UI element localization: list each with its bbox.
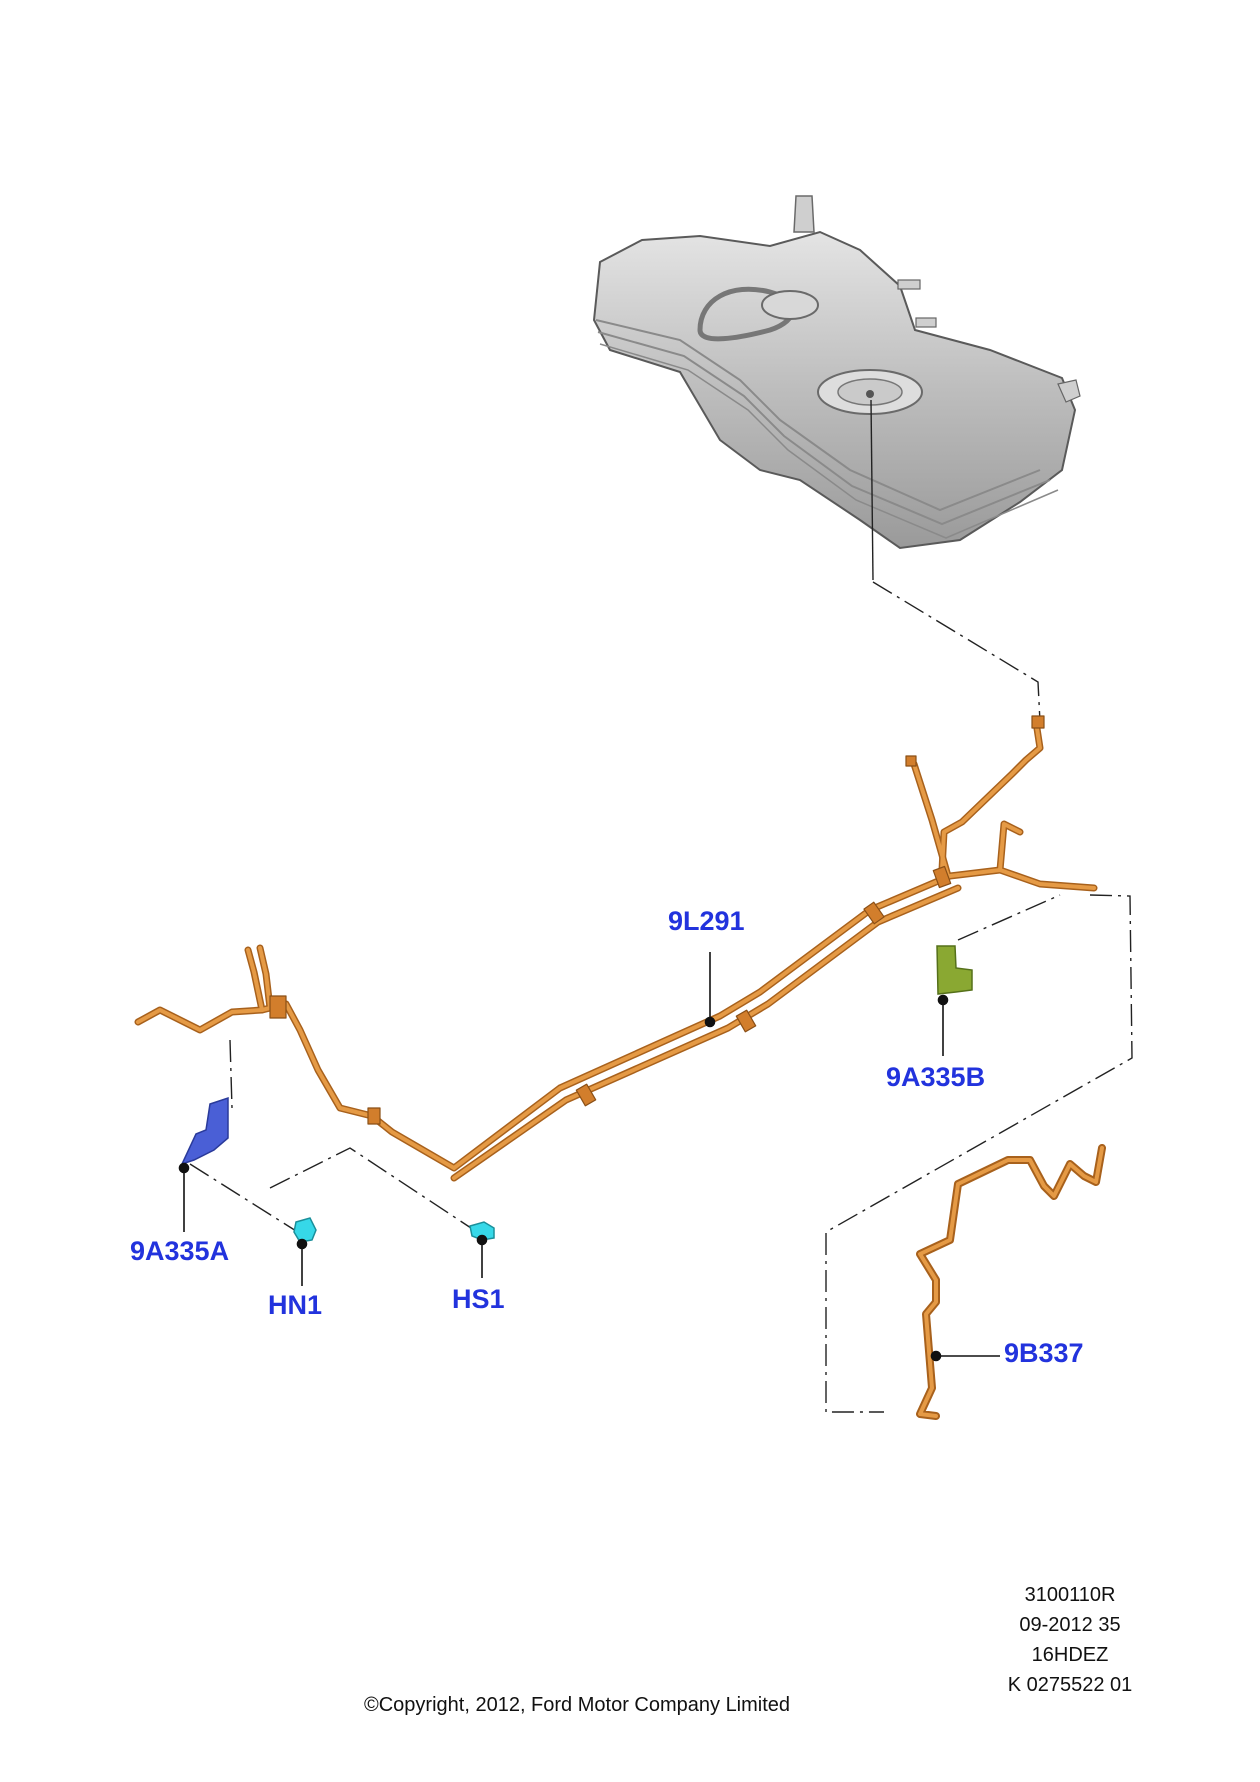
copyright-notice: ©Copyright, 2012, Ford Motor Company Lim… [364,1694,791,1716]
bracket-icon [936,945,973,995]
callout-9L291: 9L291 [668,906,745,936]
drawing-number: 3100110R [1024,1584,1116,1606]
callout-HN1: HN1 [268,1290,323,1320]
drawing-code: 16HDEZ [1031,1644,1109,1666]
callout-9B337: 9B337 [1004,1338,1084,1368]
callout-9A335A: 9A335A [130,1236,230,1266]
callout-9A335B: 9A335B [886,1062,986,1092]
callout-leaders [178,952,1000,1362]
drawing-date: 09-2012 35 [1019,1614,1121,1636]
drawing-reference: K 0275522 01 [1007,1674,1133,1696]
fuel-line-icon [916,1144,1106,1420]
fuel-line-bundle-icon [134,715,1098,1182]
dash-dot-leaders [189,399,1133,1413]
clip-icon [293,1217,317,1243]
fuel-tank-icon [592,195,1081,550]
callout-HS1: HS1 [452,1284,505,1314]
bracket-icon [180,1096,229,1166]
clip-icon [469,1221,495,1241]
